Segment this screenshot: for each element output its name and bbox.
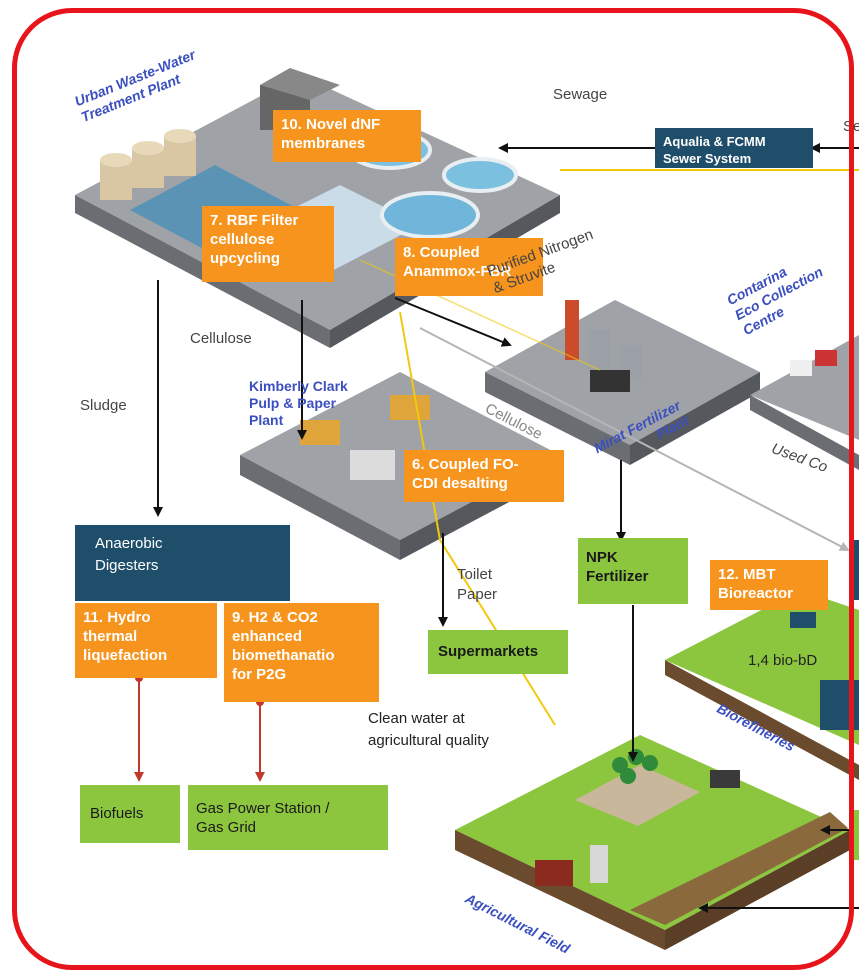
flow-anammox-mirat	[394, 297, 512, 347]
label-sewage: Sewage	[553, 86, 608, 103]
node-anaerobic-digesters: Anaerobic Digesters	[75, 525, 290, 601]
label-clean-water: Clean water at agricultural quality	[368, 710, 489, 749]
label-biobdo: 1,4 bio-bD	[748, 652, 818, 669]
node-rbf-filter: 7. RBF Filter cellulose upcycling	[202, 206, 334, 282]
label-cellulose-left: Cellulose	[190, 330, 252, 347]
agri-platform	[455, 735, 850, 950]
node-biofuels: Biofuels	[80, 785, 180, 843]
node-fo-cdi: 6. Coupled FO- CDI desalting	[404, 450, 564, 502]
label-kimberly-clark: Kimberly Clark Pulp & Paper Plant	[249, 378, 348, 428]
mirat-platform	[485, 300, 760, 465]
node-npk-fertilizer: NPK Fertilizer	[578, 538, 688, 604]
node-supermarkets: Supermarkets	[428, 630, 568, 674]
node-anammox-fbr: 8. Coupled Anammox-FBR	[395, 238, 543, 296]
biorefineries-platform	[665, 590, 859, 780]
flow-cellulose-grey	[419, 327, 850, 551]
node-gas-power-station: Gas Power Station / Gas Grid	[188, 785, 388, 850]
node-h2-co2: 9. H2 & CO2 enhanced biomethanatio for P…	[224, 603, 379, 702]
label-sludge: Sludge	[80, 397, 127, 414]
node-mbt-bioreactor: 12. MBT Bioreactor	[710, 560, 828, 610]
node-hydrothermal: 11. Hydro thermal liquefaction	[75, 603, 217, 678]
label-toilet-paper: Toilet Paper	[457, 566, 498, 603]
node-aqualia-sewer: Aqualia & FCMM Sewer System	[655, 128, 813, 168]
contarina-platform	[750, 335, 859, 470]
node-novel-dnf: 10. Novel dNF membranes	[273, 110, 421, 162]
label-sewage-cut: Se	[843, 118, 859, 135]
